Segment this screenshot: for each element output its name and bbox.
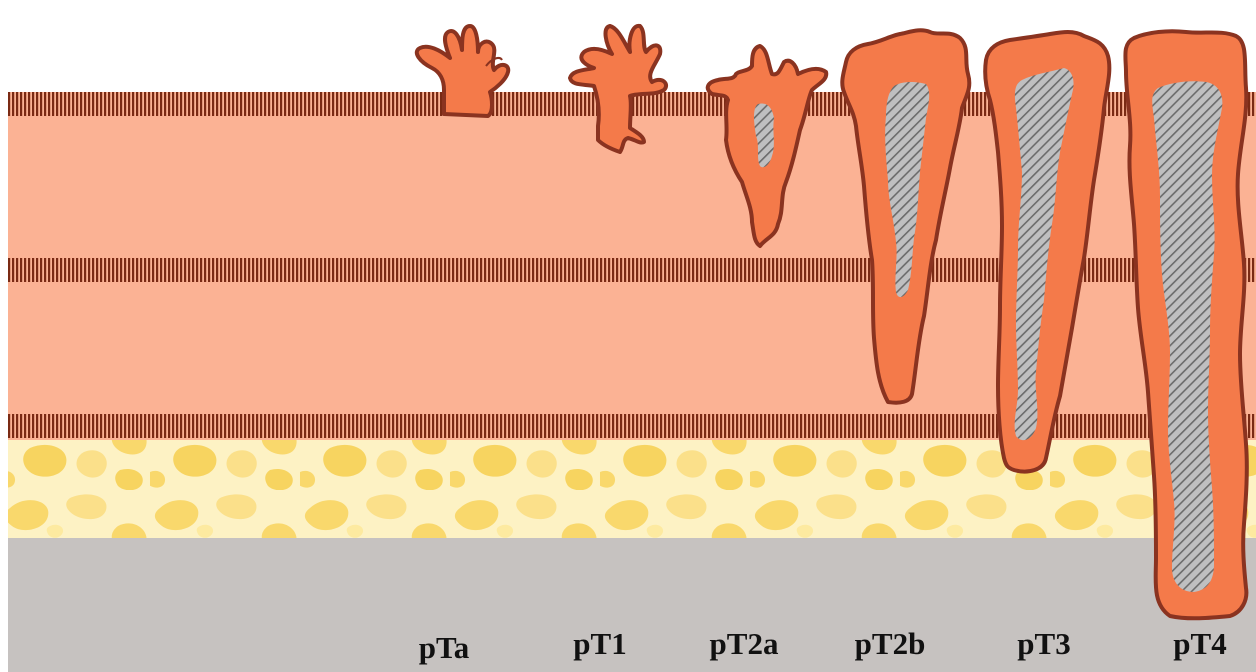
fat-layer	[8, 440, 1256, 538]
stage-label-pT2a: pT2a	[710, 626, 779, 662]
stage-label-pT3: pT3	[1017, 626, 1070, 662]
stage-label-pT4: pT4	[1173, 626, 1226, 662]
stage-label-pT2b: pT2b	[855, 626, 926, 662]
membrane-stripe-bottom	[8, 414, 1256, 438]
stage-label-pTa: pTa	[419, 630, 470, 666]
stage-label-pT1: pT1	[573, 626, 626, 662]
